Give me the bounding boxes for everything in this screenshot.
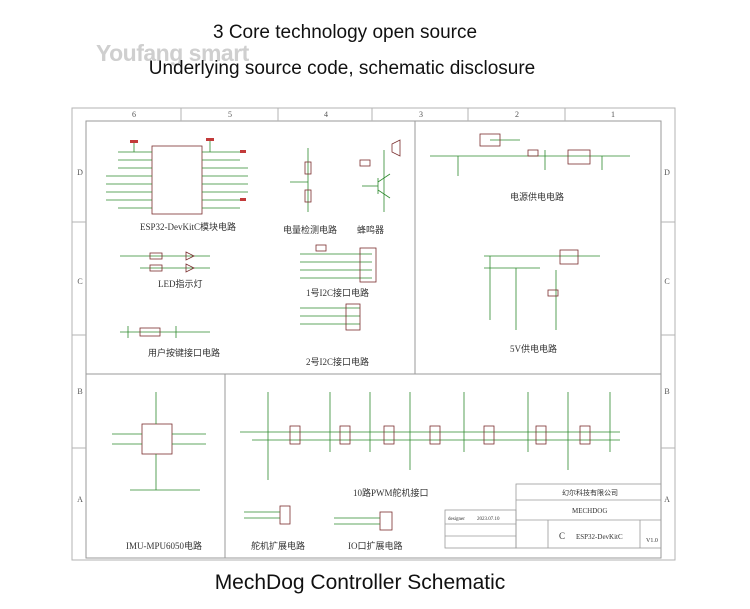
- header-line-1: 3 Core technology open source: [212, 22, 478, 43]
- row-label-a-right: A: [664, 495, 670, 504]
- row-label-b: B: [77, 387, 82, 396]
- power-supply-circuit: [430, 133, 630, 176]
- caption-5v: 5V供电电路: [510, 343, 557, 354]
- watermark: Youfang smart: [96, 40, 249, 66]
- row-label-b-right: B: [664, 387, 669, 396]
- caption-button: 用户按键接口电路: [148, 347, 220, 358]
- title-company: 幻尔科技有限公司: [562, 488, 618, 497]
- io-ext-circuit: [334, 511, 393, 531]
- col-label-3: 3: [419, 110, 423, 119]
- voltage-detect-circuit: [290, 148, 312, 212]
- buzzer-circuit: [359, 139, 401, 212]
- caption-esp32: ESP32-DevKitC模块电路: [140, 221, 236, 232]
- row-label-c: C: [77, 277, 82, 286]
- row-label-a: A: [77, 495, 83, 504]
- outer-border: [71, 107, 676, 561]
- caption-power: 电源供电电路: [510, 191, 564, 202]
- caption-led: LED指示灯: [158, 278, 203, 289]
- caption-buzzer: 蜂鸣器: [357, 224, 384, 235]
- caption-i2c1: 1号I2C接口电路: [306, 287, 369, 298]
- caption-pwm: 10路PWM舵机接口: [353, 487, 429, 498]
- i2c-2-circuit: [300, 303, 361, 331]
- title-project: MECHDOG: [572, 507, 607, 515]
- title-version: V1.0: [646, 538, 658, 544]
- caption-servo-ext: 舵机扩展电路: [251, 540, 305, 551]
- servo-ext-circuit: [244, 505, 291, 525]
- caption-io-ext: IO口扩展电路: [348, 540, 403, 551]
- col-label-2: 2: [515, 110, 519, 119]
- inner-border: [85, 120, 662, 559]
- col-label-6: 6: [132, 110, 136, 119]
- title-size: C: [559, 531, 565, 541]
- row-label-d: D: [77, 168, 83, 177]
- user-button-circuit: [120, 326, 210, 338]
- row-label-c-right: C: [664, 277, 669, 286]
- title-drawn-by: designer: [448, 517, 465, 522]
- imu-circuit: [112, 392, 206, 491]
- col-label-4: 4: [324, 110, 328, 119]
- title-date: 2023.07.10: [477, 517, 500, 522]
- pwm-servo-circuit: [240, 392, 620, 480]
- 5v-supply-circuit: [484, 249, 600, 330]
- caption-voltage: 电量检测电路: [283, 224, 337, 235]
- title-board: ESP32-DevKitC: [576, 533, 623, 541]
- col-label-5: 5: [228, 110, 232, 119]
- i2c-1-circuit: [300, 244, 377, 283]
- esp32-module: [106, 138, 248, 215]
- caption-i2c2: 2号I2C接口电路: [306, 356, 369, 367]
- col-label-1: 1: [611, 110, 615, 119]
- led-indicator-circuit: [120, 251, 210, 273]
- row-label-d-right: D: [664, 168, 670, 177]
- title-block: [444, 483, 662, 549]
- header-line-2: Underlying source code, schematic disclo…: [148, 58, 536, 79]
- footer-caption: MechDog Controller Schematic: [214, 571, 506, 594]
- caption-imu: IMU-MPU6050电路: [126, 540, 202, 551]
